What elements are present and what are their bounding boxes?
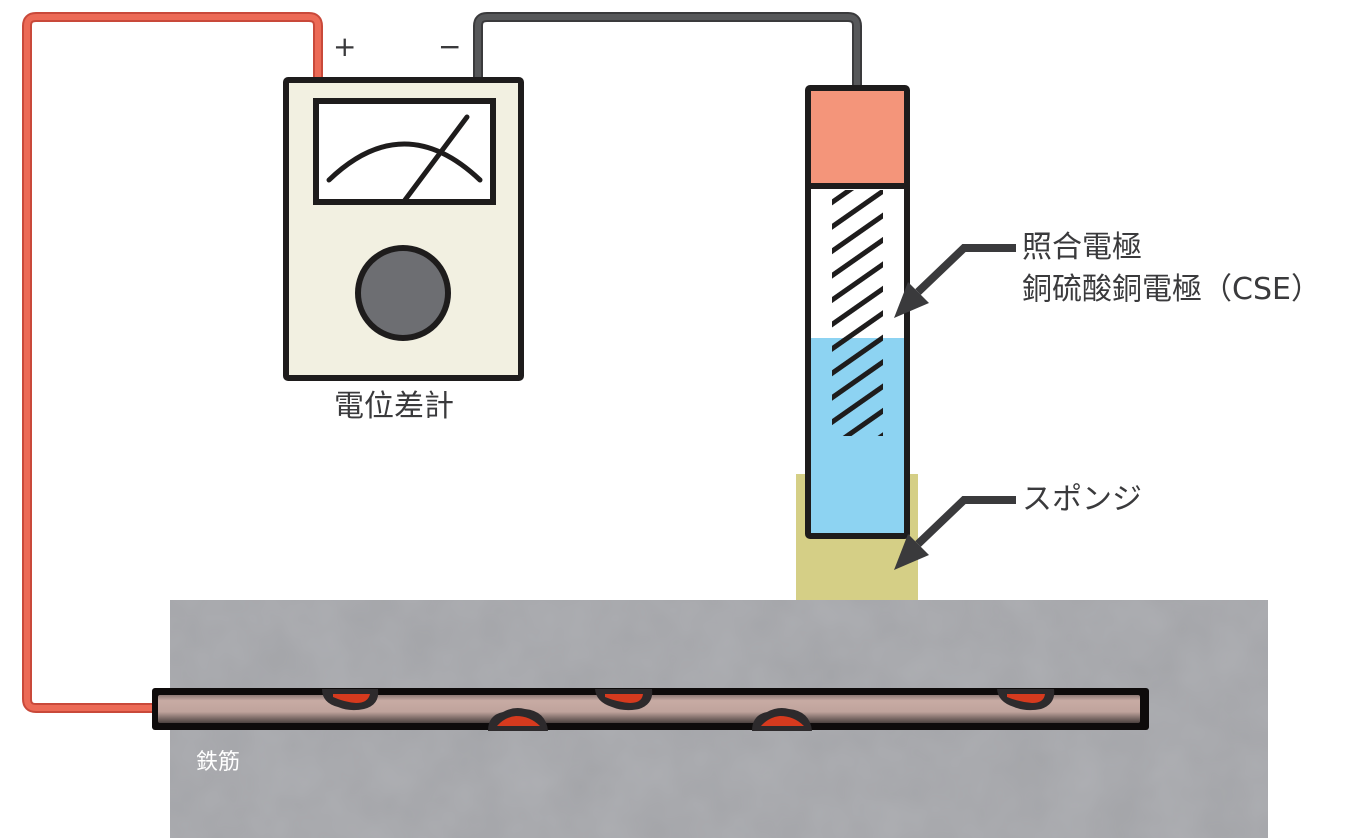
positive-wire-highlight [24,14,321,711]
reference-electrode [805,85,910,539]
meter-label: 電位差計 [334,389,454,424]
corrosion-spot [997,689,1055,711]
sponge-leader-arrow [894,496,1016,570]
electrode-cap [808,88,907,186]
electrode-label-line2: 銅硫酸銅電極（CSE） [1022,272,1321,307]
corrosion-spot [322,689,379,711]
rebar [152,688,1149,731]
corrosion-spot [752,708,812,731]
positive-terminal-label: + [333,30,357,63]
meter-knob [355,245,451,341]
potentiometer [283,77,524,381]
negative-wire-highlight [475,14,860,88]
sponge-label: スポンジ [1022,482,1142,517]
rebar-bar [158,695,1140,723]
electrode-label-line1: 照合電極 [1022,230,1142,265]
electrode-leader-arrow [894,244,1016,318]
copper-rod [832,190,883,436]
corrosion-spot [595,689,653,711]
negative-wire [473,12,862,88]
meter-needle [402,114,470,203]
rebar-label: 鉄筋 [196,750,241,775]
meter-scale-arc [326,141,483,183]
corrosion-spot [488,708,548,731]
negative-terminal-label: − [438,30,462,63]
